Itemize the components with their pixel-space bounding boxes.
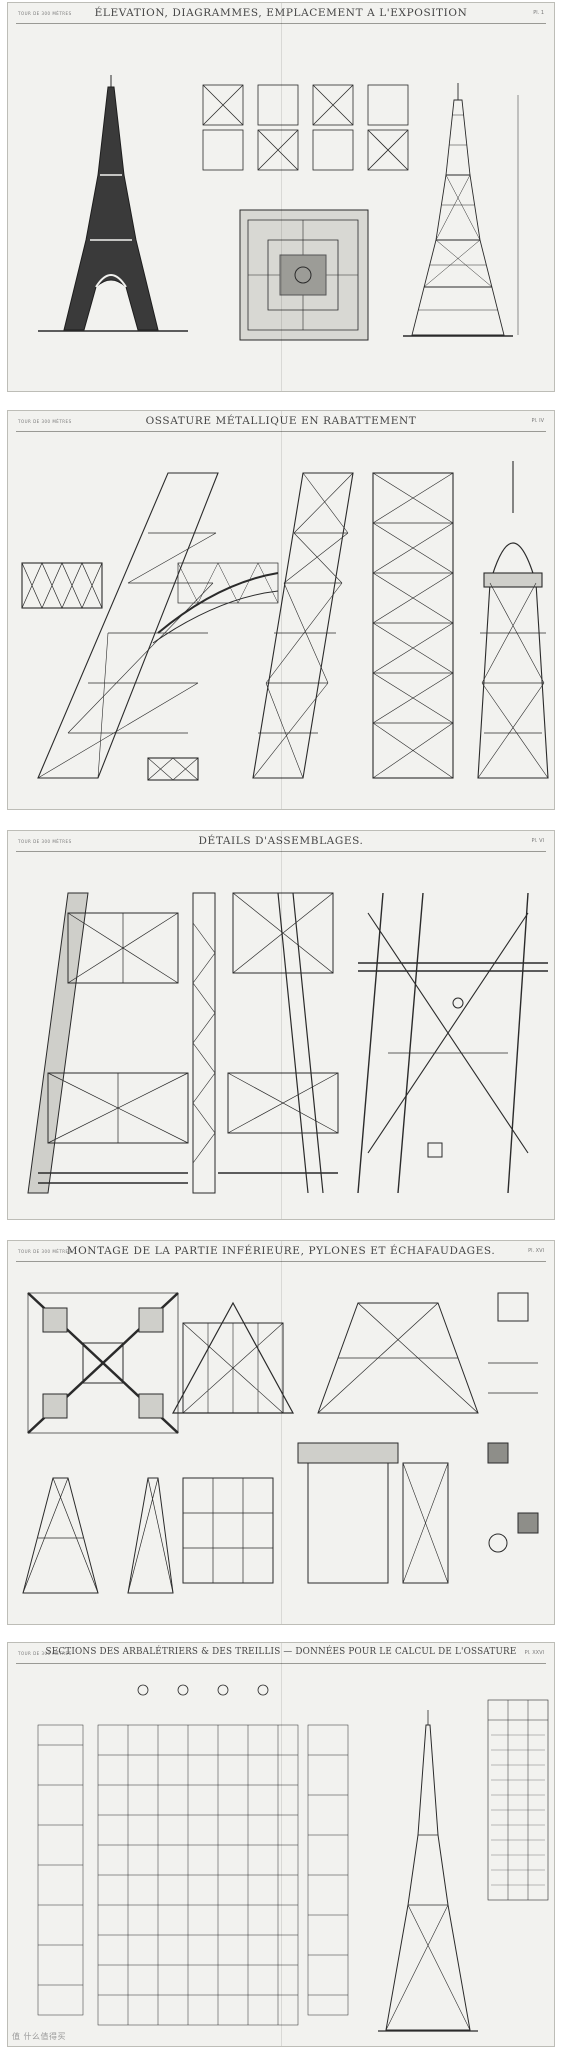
plate-header: TOUR DE 300 MÈTRES OSSATURE MÉTALLIQUE E… (8, 415, 554, 432)
plate-number: Pl. XXVI (524, 1650, 544, 1656)
plate-drawing (21, 461, 549, 781)
plate-series-label: TOUR DE 300 MÈTRES (18, 1651, 72, 1656)
arch-leg-drawing (37, 472, 279, 779)
diagram-grid (202, 84, 409, 171)
tower-elevation-drawing (38, 75, 188, 332)
plate-elevation: TOUR DE 300 MÈTRES ÉLEVATION, DIAGRAMMES… (7, 2, 555, 392)
joint-detail-left (27, 892, 189, 1194)
section-grid-drawing (37, 1684, 299, 2026)
plate-title: DÉTAILS D'ASSEMBLAGES. (198, 835, 364, 847)
cross-bracing-detail (357, 892, 548, 1194)
plate-sections: TOUR DE 300 MÈTRES SECTIONS DES ARBALÉTR… (7, 1642, 555, 2047)
plate-drawing (22, 1292, 539, 1594)
section-columns (307, 1724, 349, 2016)
tower-section-drawing (403, 83, 519, 337)
column-section-drawing (252, 472, 354, 779)
plate-header: TOUR DE 300 MÈTRES DÉTAILS D'ASSEMBLAGES… (8, 835, 554, 852)
tower-elevation-sketch (378, 1710, 478, 2032)
plate-series-label: TOUR DE 300 MÈTRES (18, 419, 72, 424)
small-truss-drawing (21, 562, 103, 609)
plate-drawing (38, 75, 519, 341)
plate-number: Pl. IV (531, 418, 544, 424)
data-table-drawing (487, 1699, 549, 1901)
plate-assemblages: TOUR DE 300 MÈTRES DÉTAILS D'ASSEMBLAGES… (7, 830, 555, 1220)
tower-top-drawing (477, 461, 549, 779)
joint-detail-center (218, 892, 339, 1194)
plate-drawing (27, 892, 548, 1194)
plate-title: OSSATURE MÉTALLIQUE EN RABATTEMENT (145, 415, 417, 427)
plate-number: Pl. VI (531, 838, 544, 844)
plate-series-label: TOUR DE 300 MÈTRES (18, 839, 72, 844)
plate-title: MONTAGE DE LA PARTIE INFÉRIEURE, PYLONES… (66, 1245, 496, 1257)
plate-header: TOUR DE 300 MÈTRES ÉLEVATION, DIAGRAMMES… (8, 7, 554, 24)
pylon-drawing (22, 1477, 174, 1594)
plate-number: Pl. XVI (528, 1248, 544, 1254)
small-truss-detail (147, 757, 199, 781)
plate-montage: TOUR DE 300 MÈTRES MONTAGE DE LA PARTIE … (7, 1240, 555, 1625)
plate-title: ÉLEVATION, DIAGRAMMES, EMPLACEMENT A L'E… (94, 7, 468, 19)
watermark: 值 什么值得买 (12, 2032, 67, 2041)
plate-header: TOUR DE 300 MÈTRES MONTAGE DE LA PARTIE … (8, 1245, 554, 1262)
plate-series-label: TOUR DE 300 MÈTRES (18, 11, 72, 16)
plate-series-label: TOUR DE 300 MÈTRES (18, 1249, 72, 1254)
plate-drawing (37, 1684, 549, 2032)
foundation-plan-drawing (27, 1292, 179, 1434)
plate-title: SECTIONS DES ARBALÉTRIERS & DES TREILLIS… (45, 1647, 517, 1657)
detail-sketches (487, 1292, 539, 1553)
vertical-member-detail (192, 892, 216, 1194)
scaffold-assembly-drawing (171, 1301, 295, 1584)
plate-header: TOUR DE 300 MÈTRES SECTIONS DES ARBALÉTR… (8, 1647, 554, 1664)
pylon-elevation-drawing (372, 472, 454, 779)
exposition-site-plan (239, 209, 369, 341)
leg-erection-drawing (297, 1302, 479, 1584)
plate-number: Pl. 1 (533, 10, 544, 16)
plate-ossature: TOUR DE 300 MÈTRES OSSATURE MÉTALLIQUE E… (7, 410, 555, 810)
